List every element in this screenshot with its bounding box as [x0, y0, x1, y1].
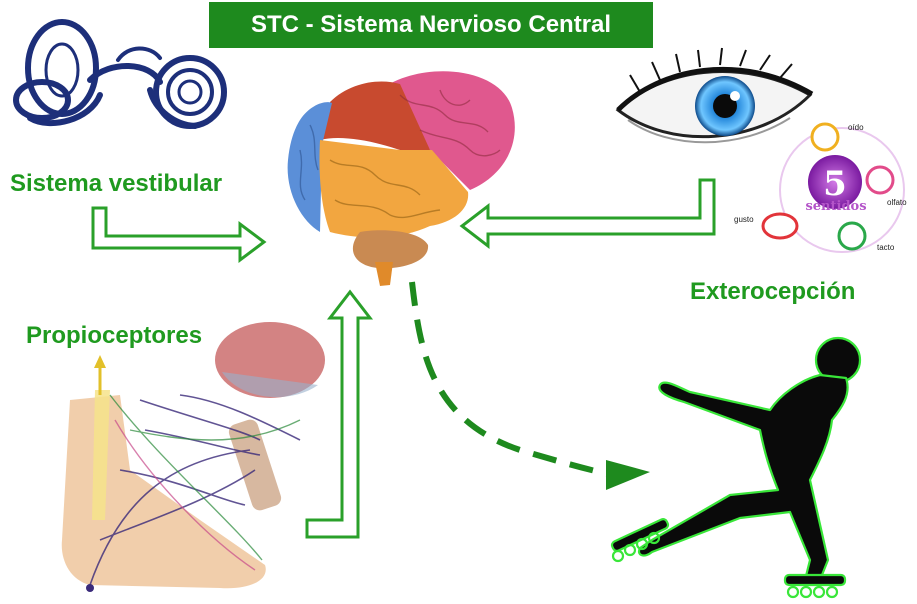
label-vestibular: Sistema vestibular — [10, 170, 223, 197]
label-propioceptores: Propioceptores — [26, 322, 203, 349]
foot-nerve-icon — [61, 322, 325, 592]
skater-icon — [610, 336, 862, 599]
arrow-exterocepcion-to-brain — [459, 178, 716, 250]
hand-icon — [837, 221, 867, 251]
sense-label-tacto: tacto — [877, 243, 895, 252]
diagram-title: STC - Sistema Nervioso Central — [209, 2, 653, 48]
arrow-brain-to-motor-head — [606, 460, 650, 490]
senses-number: 5 — [823, 164, 847, 204]
five-senses-icon: 5 sentidos oído olfato tacto gusto — [734, 122, 907, 253]
nose-icon — [865, 165, 895, 195]
senses-word: sentidos — [805, 199, 866, 214]
arrow-brain-to-motor — [409, 281, 613, 478]
inner-ear-icon — [13, 19, 227, 129]
arrow-vestibular-to-brain — [91, 206, 267, 263]
label-exterocepcion: Exterocepción — [690, 278, 856, 305]
sense-label-gusto: gusto — [734, 215, 754, 224]
eye-icon — [615, 47, 814, 144]
ear-icon — [810, 122, 840, 152]
sense-label-olfato: olfato — [887, 198, 907, 207]
mouth-icon — [761, 212, 799, 240]
brain-icon — [287, 71, 515, 286]
arrow-propioceptores-to-brain — [305, 289, 374, 539]
sense-label-oido: oído — [848, 123, 864, 132]
